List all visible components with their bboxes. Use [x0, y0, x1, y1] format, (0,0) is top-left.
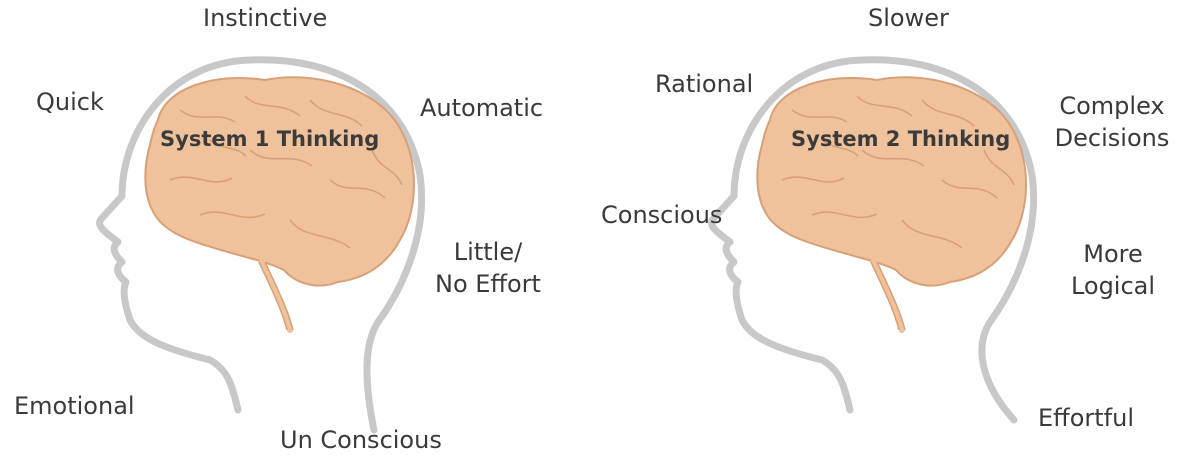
system2-label-more-logical: More Logical: [1058, 238, 1168, 302]
system1-label-little: Little/: [453, 238, 523, 266]
system1-label-un-conscious: Un Conscious: [280, 426, 442, 454]
system2-label-decisions: Decisions: [1054, 124, 1170, 152]
system2-label-rational: Rational: [655, 70, 754, 98]
system1-label-instinctive: Instinctive: [203, 4, 328, 32]
system1-label-automatic: Automatic: [420, 94, 544, 122]
system2-title: System 2 Thinking: [791, 127, 1011, 151]
system1-label-no-effort: No Effort: [435, 270, 541, 298]
system2-label-logical: Logical: [1070, 272, 1156, 300]
system2-label-complex: Complex: [1059, 92, 1165, 120]
system2-label-conscious: Conscious: [601, 201, 723, 229]
system2-label-more: More: [1083, 240, 1143, 268]
system2-label-slower: Slower: [868, 4, 949, 32]
system1-head: [96, 56, 426, 434]
system1-label-emotional: Emotional: [14, 392, 135, 420]
system2-brain: [756, 76, 1027, 333]
system1-label-quick: Quick: [36, 88, 104, 116]
system2-head-outline: [708, 56, 1038, 424]
system2-label-effortful: Effortful: [1038, 404, 1134, 432]
system2-head: [708, 56, 1038, 424]
system1-title: System 1 Thinking: [160, 127, 380, 151]
system1-brain: [144, 76, 415, 333]
system1-label-little-no-effort: Little/ No Effort: [428, 236, 548, 300]
system2-label-complex-decisions: Complex Decisions: [1048, 90, 1176, 154]
system1-head-outline: [96, 56, 426, 434]
